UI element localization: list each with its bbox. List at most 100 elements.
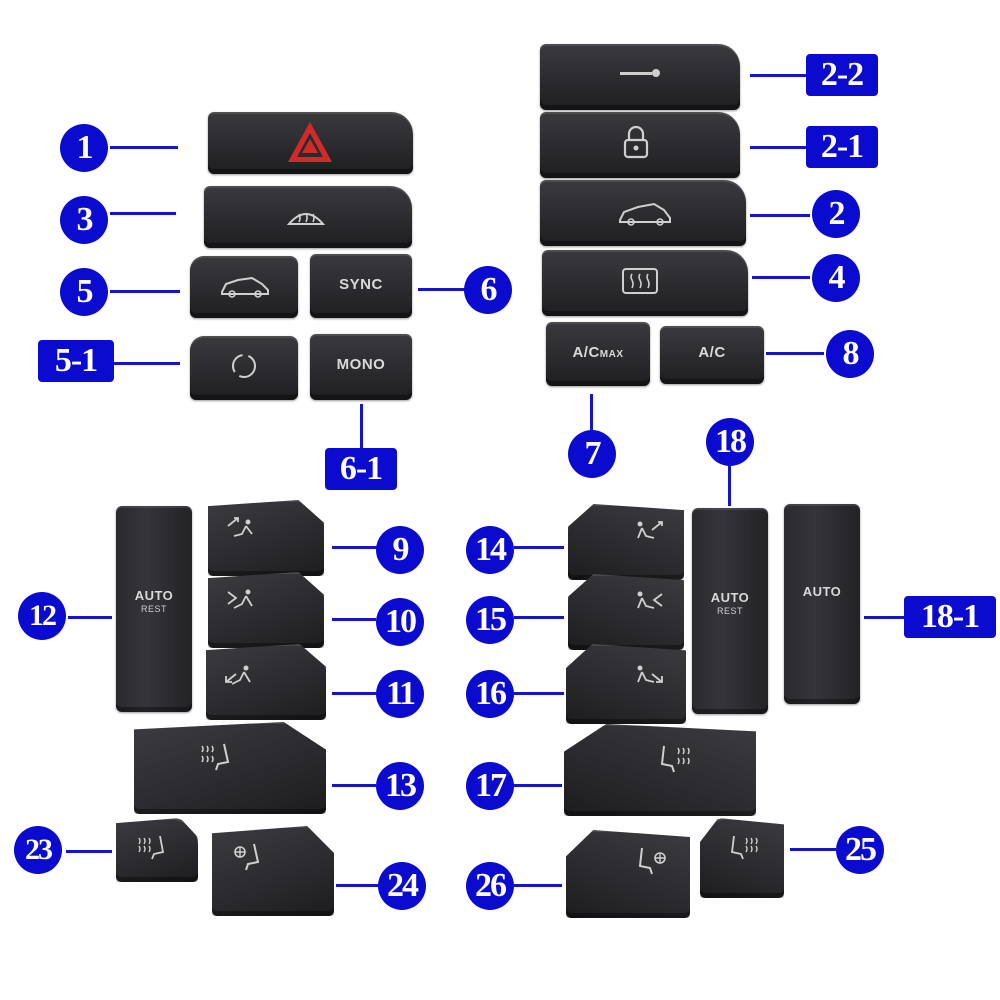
leader-line-14 bbox=[514, 546, 564, 549]
label-15: 15 bbox=[466, 596, 514, 644]
lock-icon bbox=[623, 125, 649, 159]
auto-rest-right-sub: REST bbox=[716, 606, 743, 616]
ac-max-sub-text: MAX bbox=[599, 349, 624, 360]
leader-line-25 bbox=[790, 848, 836, 851]
leader-line-15 bbox=[514, 616, 564, 619]
label-26: 26 bbox=[466, 862, 514, 910]
seat-vent-left-button-cap bbox=[212, 826, 334, 916]
ac-max-main-text: A/C bbox=[572, 344, 600, 361]
airflow-face-left-button-cap bbox=[208, 572, 324, 648]
leader-line-1 bbox=[110, 146, 178, 149]
auto-rest-right-main: AUTO bbox=[710, 590, 750, 605]
label-9: 9 bbox=[376, 526, 424, 574]
mono-button-cap: MONO bbox=[310, 334, 412, 400]
leader-line-10 bbox=[332, 618, 376, 621]
auto-rest-left-sub: REST bbox=[140, 604, 167, 614]
leader-line-11 bbox=[332, 692, 376, 695]
seat-heat-icon bbox=[138, 835, 165, 860]
airflow-feet-left-button-cap bbox=[206, 644, 326, 720]
recirculation-button-cap bbox=[190, 336, 298, 400]
label-10: 10 bbox=[376, 598, 424, 646]
ac-max-label: A/CMAX bbox=[546, 344, 650, 361]
seat-heat-small-left-button-cap bbox=[116, 818, 198, 882]
seat-heat-left-button-cap bbox=[134, 722, 326, 814]
label-16: 16 bbox=[466, 670, 514, 718]
leader-line-4 bbox=[752, 276, 810, 279]
leader-line-16 bbox=[514, 692, 564, 695]
auto-right-main: AUTO bbox=[802, 584, 842, 599]
seat-vent-right-button-cap bbox=[566, 830, 690, 918]
auto-rest-left-button-cap: AUTO REST bbox=[116, 506, 192, 712]
mono-label: MONO bbox=[336, 356, 386, 373]
seat-heat-small-right-button-cap bbox=[700, 818, 784, 898]
leader-line-5-1 bbox=[110, 362, 180, 365]
key-icon bbox=[620, 69, 660, 77]
airflow-feet-right-button-cap bbox=[566, 644, 686, 724]
windshield-defrost-icon bbox=[286, 212, 326, 225]
windshield-defrost-button-cap bbox=[204, 186, 412, 248]
label-11: 11 bbox=[376, 670, 424, 718]
leader-line-9 bbox=[332, 546, 378, 549]
airflow-face-right-button-cap bbox=[568, 574, 684, 650]
airflow-face-icon bbox=[227, 589, 253, 609]
label-18-1: 18-1 bbox=[904, 596, 996, 638]
ac-label: A/C bbox=[698, 344, 726, 361]
label-8: 8 bbox=[826, 330, 874, 378]
label-5: 5 bbox=[60, 268, 108, 316]
leader-line-12 bbox=[68, 616, 112, 619]
label-25: 25 bbox=[836, 826, 884, 874]
airflow-feet-icon bbox=[225, 665, 251, 685]
label-13: 13 bbox=[376, 762, 424, 810]
leader-line-7 bbox=[590, 394, 593, 430]
label-18: 18 bbox=[706, 418, 754, 466]
recirculation-icon bbox=[232, 354, 256, 378]
airflow-up-right-button-cap bbox=[568, 504, 684, 580]
rear-defrost-icon bbox=[622, 268, 658, 294]
label-17: 17 bbox=[466, 762, 514, 810]
leader-line-2-2 bbox=[750, 74, 806, 77]
label-3: 3 bbox=[60, 196, 108, 244]
leader-line-18-1 bbox=[864, 616, 904, 619]
sync-label: SYNC bbox=[339, 276, 383, 293]
seat-vent-icon bbox=[638, 847, 666, 875]
seat-heat-icon bbox=[731, 835, 758, 860]
label-4: 4 bbox=[812, 254, 860, 302]
leader-line-8 bbox=[766, 352, 824, 355]
label-7: 7 bbox=[568, 430, 616, 478]
leader-line-24 bbox=[336, 884, 380, 887]
leader-line-2-1 bbox=[750, 146, 806, 149]
leader-line-18 bbox=[728, 464, 731, 506]
label-6-1: 6-1 bbox=[325, 448, 397, 490]
hazard-button-cap bbox=[208, 112, 413, 174]
label-23: 23 bbox=[14, 826, 62, 874]
leader-line-26 bbox=[514, 884, 562, 887]
hazard-triangle-icon bbox=[288, 122, 332, 162]
label-2: 2 bbox=[812, 190, 860, 238]
leader-line-6 bbox=[418, 288, 468, 291]
leader-line-3 bbox=[110, 212, 176, 215]
auto-rest-left-main: AUTO bbox=[134, 588, 174, 603]
label-12: 12 bbox=[18, 592, 66, 640]
auto-right-button-cap: AUTO bbox=[784, 504, 860, 704]
airflow-up-icon bbox=[227, 517, 253, 537]
seat-heat-icon bbox=[201, 743, 230, 771]
label-24: 24 bbox=[378, 862, 426, 910]
tailgate-button-cap bbox=[190, 256, 298, 318]
sync-button-cap: SYNC bbox=[310, 254, 412, 318]
key-button-cap bbox=[540, 44, 740, 110]
seat-vent-icon bbox=[234, 843, 260, 871]
lock-button-cap bbox=[540, 112, 740, 178]
label-1: 1 bbox=[60, 124, 108, 172]
ac-button-cap: A/C bbox=[660, 326, 764, 384]
airflow-up-left-button-cap bbox=[208, 500, 324, 576]
seat-heat-icon bbox=[660, 745, 690, 773]
rear-defrost-button-cap bbox=[542, 250, 748, 316]
seat-heat-right-button-cap bbox=[564, 724, 756, 816]
label-2-2: 2-2 bbox=[806, 54, 878, 96]
airflow-up-icon bbox=[637, 521, 663, 539]
leader-line-17 bbox=[512, 784, 562, 787]
leader-line-23 bbox=[66, 850, 112, 853]
car-button-cap bbox=[540, 180, 746, 246]
leader-line-6-1 bbox=[360, 404, 363, 448]
label-14: 14 bbox=[466, 526, 514, 574]
